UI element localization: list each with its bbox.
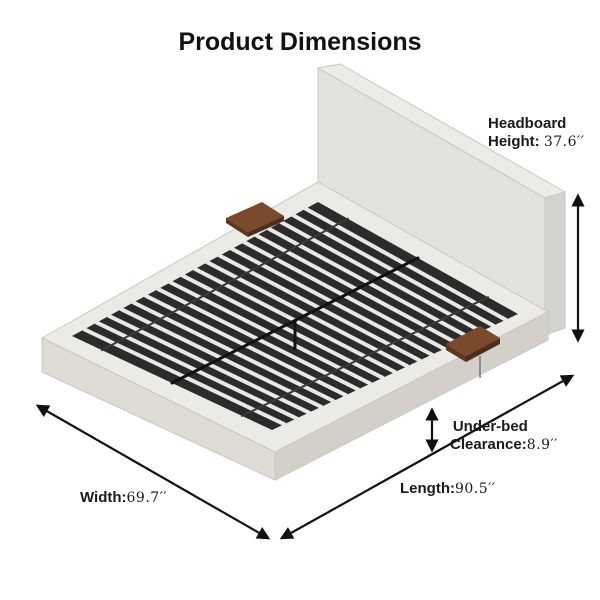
length-value: 90.5′′ <box>454 481 496 497</box>
headboard-height-line2: Height: <box>488 133 540 150</box>
length-label: Length:90.5′′ <box>400 480 496 498</box>
width-value: 69.7′′ <box>126 490 168 506</box>
width-arrow <box>35 404 271 540</box>
clearance-label: Under-bed Clearance:8.9′′ <box>450 418 558 454</box>
headboard-height-value: 37.6′′ <box>543 134 585 150</box>
length-arrow <box>279 374 575 540</box>
clearance-value: 8.9′′ <box>526 437 558 453</box>
width-label-text: Width: <box>80 489 127 506</box>
headboard <box>316 63 567 336</box>
headboard-height-label: Headboard Height: 37.6′′ <box>488 115 584 151</box>
clearance-line2: Clearance: <box>450 436 527 453</box>
wood-pad-left <box>226 202 284 237</box>
width-label: Width:69.7′′ <box>80 489 167 507</box>
slat <box>101 217 349 352</box>
clearance-line1: Under-bed <box>452 418 528 435</box>
length-label-text: Length: <box>400 480 455 497</box>
page-title: Product Dimensions <box>178 28 422 56</box>
headboard-height-line1: Headboard <box>488 115 567 132</box>
wood-pad-right <box>446 326 500 378</box>
